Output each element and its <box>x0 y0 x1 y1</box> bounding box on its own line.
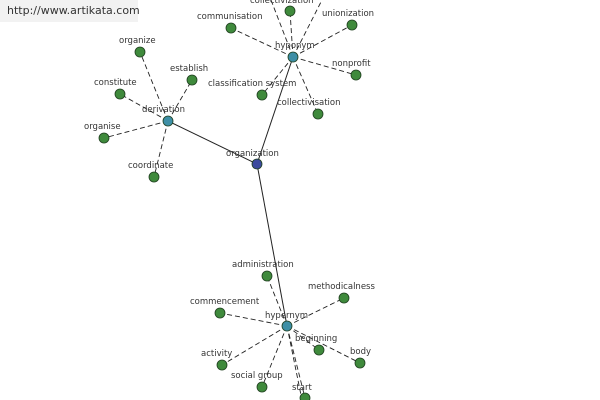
hub-node-hyponym[interactable] <box>287 51 299 63</box>
leaf-label-administration[interactable]: administration <box>232 260 294 270</box>
hub-node-hypernym[interactable] <box>281 320 293 332</box>
edge-hyponym-unionization <box>292 24 353 58</box>
leaf-node-commencement[interactable] <box>214 307 226 319</box>
leaf-node-constitute[interactable] <box>114 88 126 100</box>
leaf-label-organize[interactable]: organize <box>119 36 156 46</box>
leaf-label-collectivisation[interactable]: collectivisation <box>277 98 341 108</box>
leaf-node-nonprofit[interactable] <box>350 69 362 81</box>
edge-hyponym-classification-system <box>261 56 294 96</box>
edge-hyponym-nonprofit <box>292 56 357 76</box>
leaf-label-classification-system[interactable]: classification system <box>208 79 296 89</box>
label-layer: collectivization unionization communisatio… <box>84 0 375 393</box>
hub-label-hypernym[interactable]: hypernym <box>265 311 308 321</box>
hub-label-derivation[interactable]: derivation <box>142 105 185 115</box>
leaf-node-collectivization[interactable] <box>284 5 296 17</box>
hub-node-derivation[interactable] <box>162 115 174 127</box>
edge-hypernym-start <box>286 325 306 399</box>
leaf-node-classification-system[interactable] <box>256 89 268 101</box>
leaf-label-activity[interactable]: activity <box>201 349 232 359</box>
leaf-node-social-group[interactable] <box>256 381 268 393</box>
leaf-label-constitute[interactable]: constitute <box>94 78 137 88</box>
edge-derivation-organize <box>139 51 169 122</box>
leaf-node-collectivisation[interactable] <box>312 108 324 120</box>
leaf-label-social-group[interactable]: social group <box>231 371 283 381</box>
edge-hypernym-social-group <box>261 325 288 388</box>
edge-organization-derivation <box>167 120 258 165</box>
edge-hyponym-communisation <box>230 27 294 58</box>
leaf-label-coordinate[interactable]: coordinate <box>128 161 173 171</box>
leaf-node-establish[interactable] <box>186 74 198 86</box>
leaf-node-coordinate[interactable] <box>148 171 160 183</box>
leaf-node-organize[interactable] <box>134 46 146 58</box>
leaf-label-methodicalness[interactable]: methodicalness <box>308 282 375 292</box>
leaf-label-unionization[interactable]: unionization <box>322 9 374 19</box>
leaf-label-start[interactable]: start <box>292 383 312 393</box>
leaf-node-organise[interactable] <box>98 132 110 144</box>
leaf-node-activity[interactable] <box>216 359 228 371</box>
center-label-organization[interactable]: organization <box>226 149 279 159</box>
edge-organization-hyponym <box>256 56 294 165</box>
leaf-label-collectivization[interactable]: collectivization <box>250 0 314 6</box>
edge-hypernym-commencement <box>219 312 288 327</box>
node-layer <box>98 5 366 400</box>
leaf-label-organise[interactable]: organise <box>84 122 121 132</box>
leaf-label-commencement[interactable]: commencement <box>190 297 260 307</box>
edge-hypernym-beginning <box>286 325 320 351</box>
edge-offscreen-1 <box>292 0 323 58</box>
edge-offscreen-2 <box>286 325 303 400</box>
edge-hyponym-collectivisation <box>292 56 319 115</box>
leaf-label-beginning[interactable]: beginning <box>295 334 337 344</box>
edge-hypernym-activity <box>221 325 288 366</box>
leaf-node-start[interactable] <box>299 392 311 400</box>
edge-derivation-coordinate <box>153 120 169 178</box>
edge-organization-hypernym <box>256 163 288 327</box>
leaf-label-nonprofit[interactable]: nonprofit <box>332 59 371 69</box>
leaf-label-establish[interactable]: establish <box>170 64 208 74</box>
hub-label-hyponym[interactable]: hyponym <box>275 41 315 51</box>
edge-hypernym-administration <box>266 275 288 327</box>
edge-derivation-organise <box>103 120 169 139</box>
edge-derivation-constitute <box>119 93 169 122</box>
edge-offscreen-0 <box>270 0 294 58</box>
edge-layer <box>103 0 361 400</box>
edge-hypernym-methodicalness <box>286 297 345 327</box>
site-url-watermark[interactable]: http://www.artikata.com <box>0 0 140 22</box>
leaf-node-communisation[interactable] <box>225 22 237 34</box>
leaf-node-administration[interactable] <box>261 270 273 282</box>
leaf-node-methodicalness[interactable] <box>338 292 350 304</box>
edge-hypernym-body <box>286 325 361 364</box>
leaf-label-communisation[interactable]: communisation <box>197 12 263 22</box>
leaf-node-beginning[interactable] <box>313 344 325 356</box>
leaf-node-unionization[interactable] <box>346 19 358 31</box>
center-node-organization[interactable] <box>251 158 263 170</box>
leaf-node-body[interactable] <box>354 357 366 369</box>
leaf-label-body[interactable]: body <box>350 347 371 357</box>
